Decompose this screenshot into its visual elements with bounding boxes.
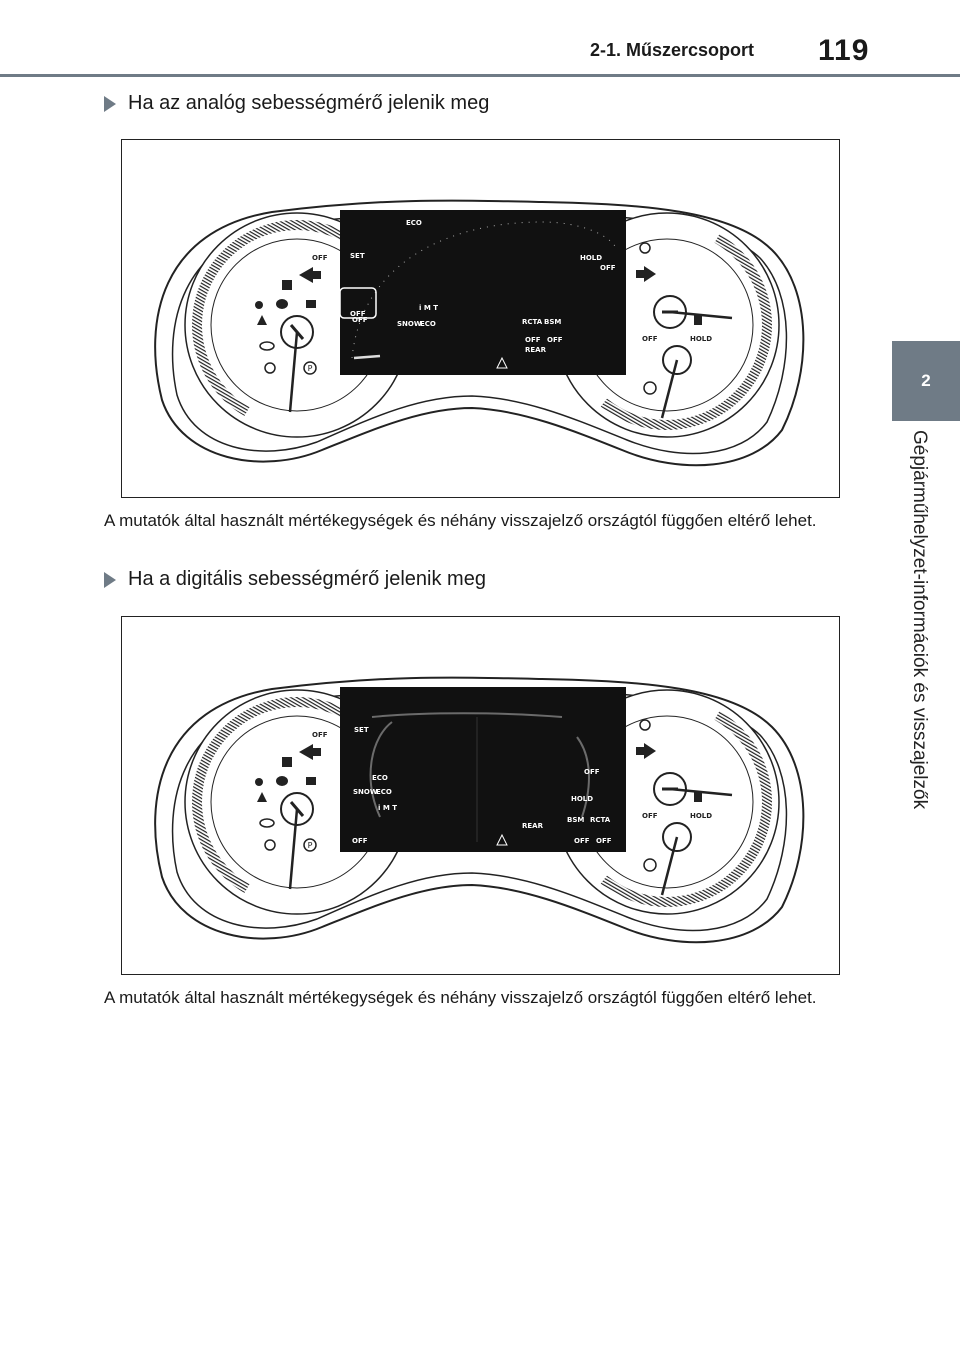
display-label: ECO: [376, 788, 392, 796]
display-label: OFF: [547, 336, 563, 344]
page-number: 119: [818, 34, 870, 67]
display-label: REAR: [525, 346, 547, 354]
display-label: OFF: [352, 316, 368, 324]
chapter-number: 2: [921, 371, 931, 390]
display-label: OFF: [584, 768, 600, 776]
display-label: HOLD: [571, 795, 593, 803]
heading-text: Ha a digitális sebességmérő jelenik meg: [128, 568, 486, 590]
display-label: SET: [354, 726, 369, 734]
cluster-right-off-label: OFF: [642, 812, 658, 820]
chapter-title: Gépjárműhelyzet-információk és visszajel…: [909, 430, 930, 810]
display-label: ECO: [406, 219, 422, 227]
section-heading-analog: Ha az analóg sebességmérő jelenik meg: [104, 92, 489, 115]
display-label: SET: [350, 252, 365, 260]
instrument-cluster-digital-illustration: P OFF OFF HOLD SET ECO SNOW ECO i M T OF…: [154, 676, 805, 944]
instrument-cluster-analog-illustration: P OFF OFF HOLD ECO SET OFF SNOW ECO i M …: [154, 199, 805, 467]
chapter-tab: 2: [892, 341, 960, 421]
display-label: RCTA: [590, 816, 611, 824]
display-label: SNOW: [397, 320, 422, 328]
display-label: SNOW: [353, 788, 378, 796]
display-label: ECO: [420, 320, 436, 328]
display-label: OFF: [600, 264, 616, 272]
section-heading-digital: Ha a digitális sebességmérő jelenik meg: [104, 568, 486, 591]
cluster-left-off-label: OFF: [312, 254, 328, 262]
header-rule: [0, 74, 960, 77]
figure-analog-cluster: P OFF OFF HOLD ECO SET OFF SNOW ECO i M …: [121, 139, 840, 498]
display-label: OFF: [525, 336, 541, 344]
cluster-right-off-label: OFF: [642, 335, 658, 343]
caption-digital: A mutatók által használt mértékegységek …: [104, 988, 817, 1007]
heading-text: Ha az analóg sebességmérő jelenik meg: [128, 92, 490, 114]
cluster-left-off-label: OFF: [312, 731, 328, 739]
cluster-right-hold-label: HOLD: [690, 812, 712, 820]
page-header-section: 2-1. Műszercsoport: [590, 40, 755, 60]
display-label: OFF: [596, 837, 612, 845]
display-label: BSM: [544, 318, 561, 326]
display-label: HOLD: [580, 254, 602, 262]
figure-digital-cluster: P OFF OFF HOLD SET ECO SNOW ECO i M T OF…: [121, 616, 840, 975]
display-label: i M T: [378, 804, 397, 812]
display-label: OFF: [350, 310, 366, 318]
display-label: RCTA: [522, 318, 543, 326]
display-label: OFF: [352, 837, 368, 845]
bullet-arrow-icon: [104, 571, 116, 588]
display-label: BSM: [567, 816, 584, 824]
display-label: ECO: [372, 774, 388, 782]
cluster-p-label: P: [308, 364, 313, 373]
cluster-p-label: P: [308, 841, 313, 850]
caption-analog: A mutatók által használt mértékegységek …: [104, 511, 817, 530]
display-label: REAR: [522, 822, 544, 830]
display-label: OFF: [574, 837, 590, 845]
cluster-right-hold-label: HOLD: [690, 335, 712, 343]
bullet-arrow-icon: [104, 95, 116, 112]
display-label: i M T: [419, 304, 438, 312]
